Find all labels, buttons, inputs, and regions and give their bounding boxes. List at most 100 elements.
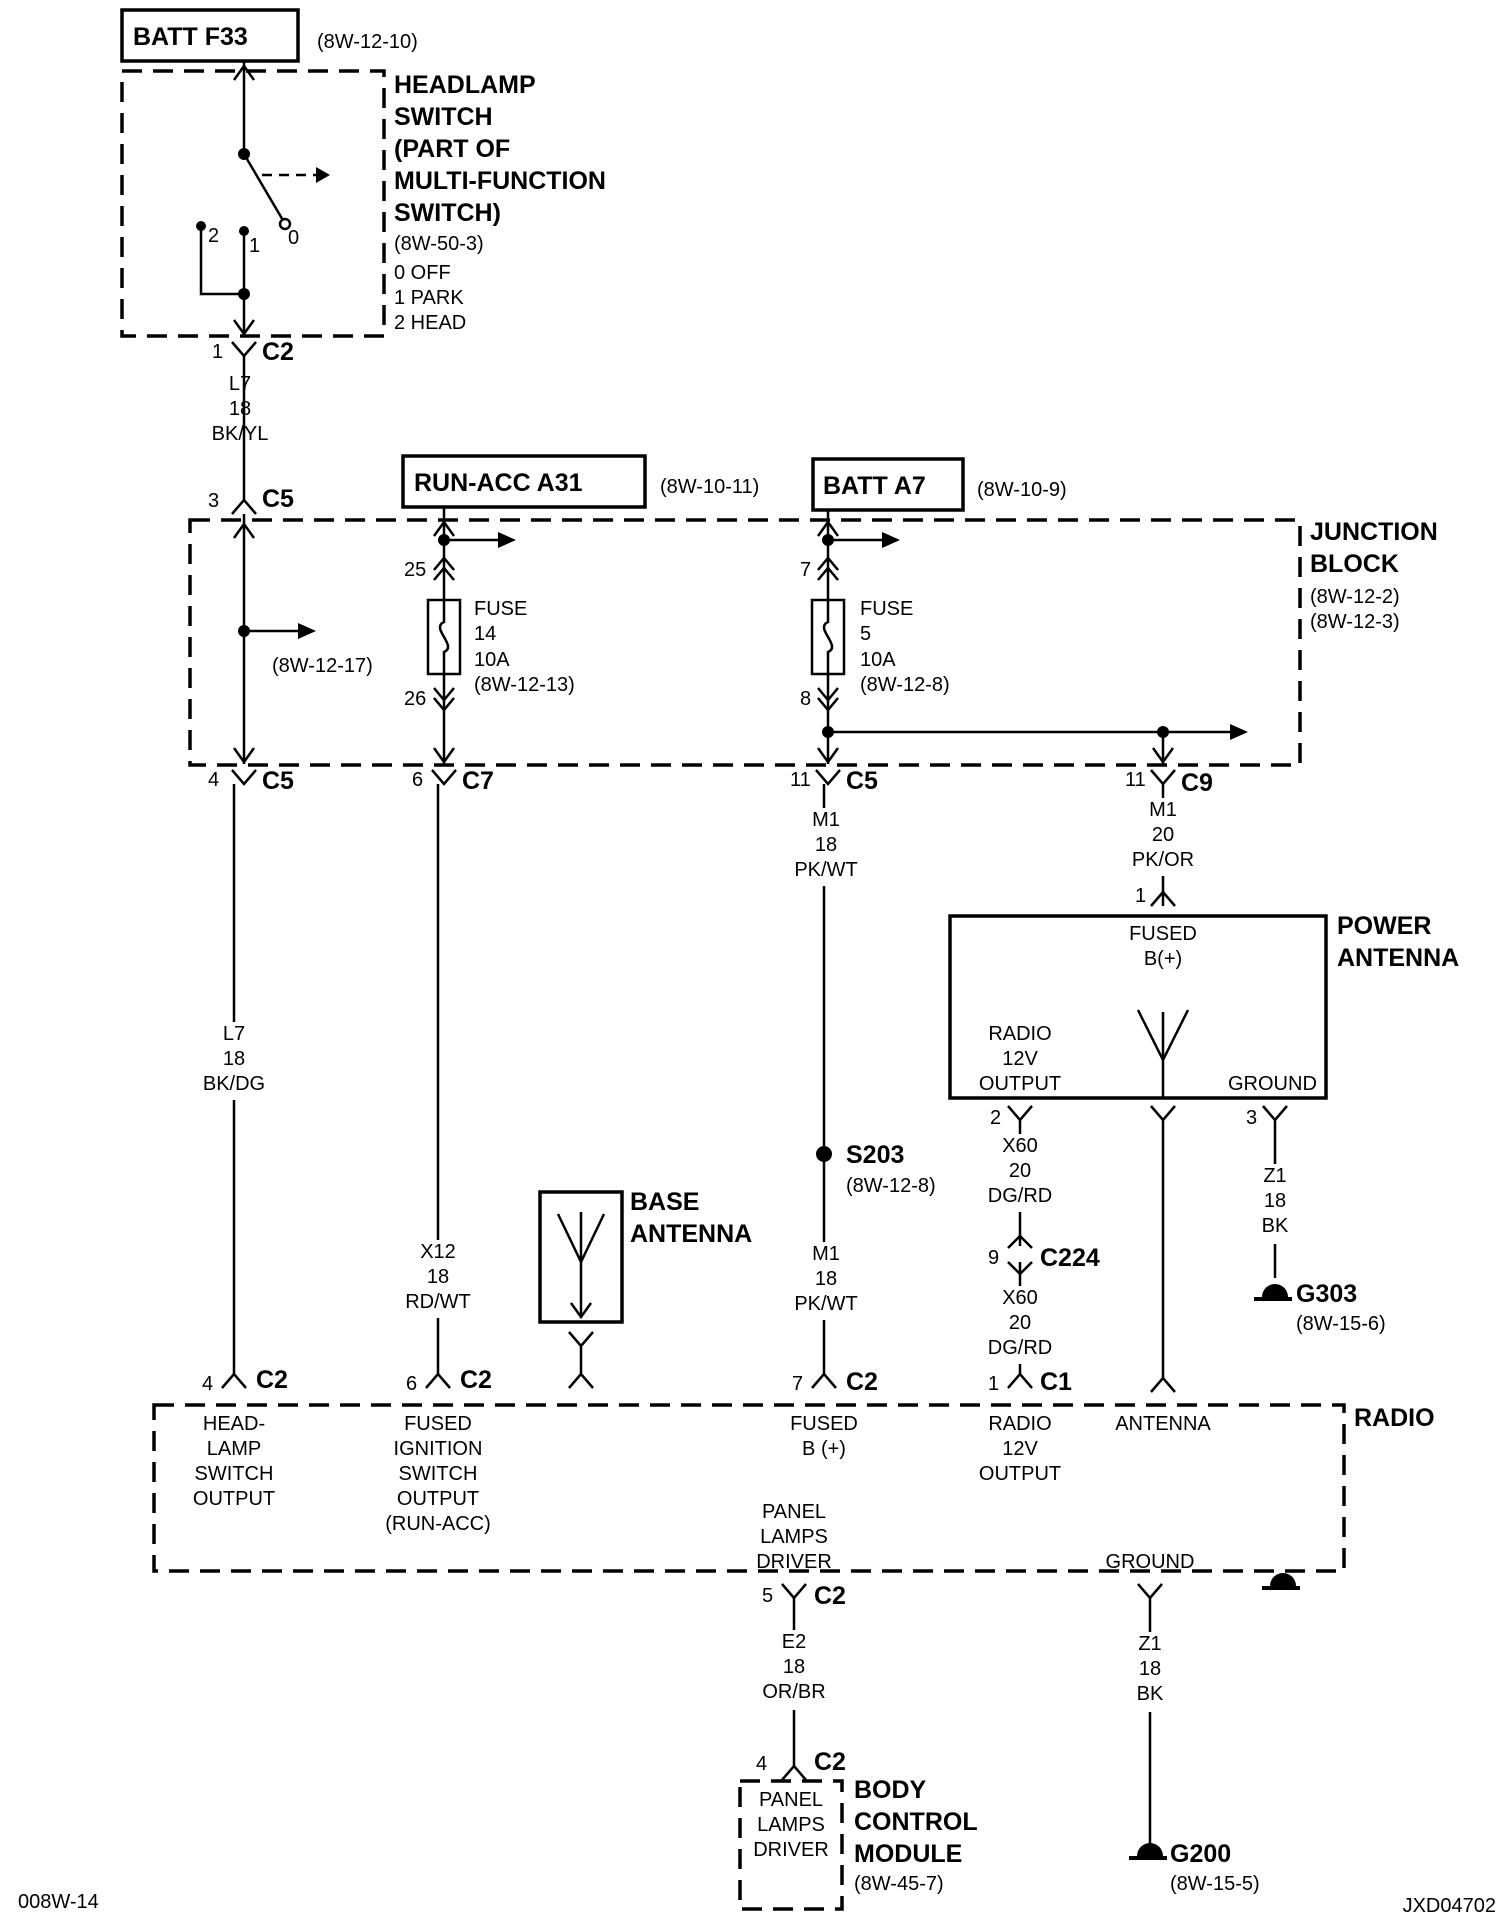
switch-contact-0-label: 0 (288, 227, 299, 249)
svg-text:BK/YL: BK/YL (212, 423, 269, 445)
fuse5-pin-in-sym1 (817, 556, 839, 571)
jb-splice-arrowhead (298, 623, 316, 639)
svg-text:PK/WT: PK/WT (794, 1293, 857, 1315)
headlamp-switch-outline (120, 69, 386, 338)
batt-a7-box (811, 457, 965, 512)
g200-ref: (8W-15-5) (1170, 1873, 1260, 1895)
svg-text:PANEL: PANEL (762, 1501, 826, 1523)
svg-text:OUTPUT: OUTPUT (397, 1488, 479, 1510)
svg-text:FUSE: FUSE (860, 598, 913, 620)
m1-top-wire-label: M1 18 PK/WT (794, 809, 857, 881)
fuse14-out-arrow (432, 747, 456, 765)
svg-text:FUSE: FUSE (474, 598, 527, 620)
jb-c5-b-pin: 11 (790, 769, 811, 791)
svg-text:HEADLAMP: HEADLAMP (394, 71, 536, 99)
batt-a7-ref: (8W-10-9) (977, 479, 1067, 501)
junction-block-name: JUNCTION BLOCK (1310, 518, 1438, 578)
svg-text:20: 20 (1009, 1160, 1031, 1182)
svg-text:M1: M1 (1149, 799, 1177, 821)
fuse5-label: FUSE 5 10A (8W-12-8) (860, 598, 950, 696)
c224-pin: 9 (988, 1247, 999, 1269)
bcm-ref: (8W-45-7) (854, 1873, 944, 1895)
svg-text:X60: X60 (1002, 1287, 1038, 1309)
svg-text:(8W-12-2): (8W-12-2) (1310, 586, 1400, 608)
svg-text:B(+): B(+) (1144, 948, 1182, 970)
fuse14-pin-in-sym1 (433, 556, 455, 571)
fuse14-pin-out: 26 (404, 688, 426, 710)
switch-actuator-arrowhead (316, 167, 330, 183)
base-antenna-name: BASE ANTENNA (630, 1188, 752, 1248)
svg-text:SWITCH: SWITCH (394, 103, 493, 131)
svg-text:18: 18 (1139, 1658, 1161, 1680)
svg-text:RADIO: RADIO (988, 1413, 1051, 1435)
svg-text:PANEL: PANEL (759, 1789, 823, 1811)
switch-contact-1-label: 1 (249, 235, 260, 257)
svg-text:CONTROL: CONTROL (854, 1808, 978, 1836)
pa-radio-pin: 2 (990, 1107, 1001, 1129)
e2-wire-label: E2 18 OR/BR (762, 1631, 825, 1703)
svg-text:OUTPUT: OUTPUT (979, 1463, 1061, 1485)
run-acc-a31-ref: (8W-10-11) (660, 476, 759, 498)
jb-c9-symbol (1150, 769, 1176, 786)
fuse14-pin-in-sym2 (433, 566, 455, 581)
radio-ign-label: FUSED IGNITION SWITCH OUTPUT (RUN-ACC) (385, 1413, 491, 1535)
batt-f33-box (120, 8, 300, 63)
batt-a7-label: BATT A7 (823, 472, 926, 500)
radio-fused-pin: 7 (792, 1373, 803, 1395)
svg-text:JUNCTION: JUNCTION (1310, 518, 1438, 546)
pa-fused-pin: 1 (1135, 885, 1146, 907)
svg-text:B (+): B (+) (802, 1438, 846, 1460)
pa-fused-label: FUSED B(+) (1129, 923, 1197, 970)
jb-c5-in-symbol (231, 498, 257, 515)
svg-text:OUTPUT: OUTPUT (979, 1073, 1061, 1095)
radio-antenna-label: ANTENNA (1115, 1413, 1211, 1435)
radio-antenna-connector (1150, 1376, 1176, 1393)
batt-f33-ref: (8W-12-10) (317, 31, 418, 53)
svg-text:18: 18 (427, 1266, 449, 1288)
switch-feed-arrow (232, 63, 256, 81)
footer-left-code: 008W-14 (18, 1891, 99, 1913)
pa-fused-symbol (1150, 890, 1176, 907)
s203-splice-dot (816, 1146, 832, 1162)
svg-text:(8W-12-3): (8W-12-3) (1310, 611, 1400, 633)
svg-text:(8W-12-8): (8W-12-8) (860, 674, 950, 696)
power-antenna-box (948, 914, 1328, 1100)
pa-radio-symbol (1007, 1105, 1033, 1122)
svg-text:SWITCH): SWITCH) (394, 199, 501, 227)
svg-text:12V: 12V (1002, 1438, 1038, 1460)
g303-ref: (8W-15-6) (1296, 1313, 1386, 1335)
svg-text:18: 18 (815, 834, 837, 856)
svg-text:MULTI-FUNCTION: MULTI-FUNCTION (394, 167, 606, 195)
switch-contact-2-label: 2 (208, 225, 219, 247)
fuse5-element (822, 600, 834, 674)
radio-c1-symbol (1007, 1372, 1033, 1389)
s203-name: S203 (846, 1141, 904, 1169)
svg-text:LAMP: LAMP (207, 1438, 261, 1460)
pa-ground-pin: 3 (1246, 1107, 1257, 1129)
svg-text:Z1: Z1 (1138, 1633, 1161, 1655)
headlamp-switch-positions: 0 OFF 1 PARK 2 HEAD (394, 262, 466, 334)
svg-text:0 OFF: 0 OFF (394, 262, 451, 284)
m1-pa-label-bg (1124, 798, 1202, 876)
svg-text:SWITCH: SWITCH (195, 1463, 274, 1485)
svg-text:LAMPS: LAMPS (757, 1814, 825, 1836)
radio-hl-name: C2 (256, 1366, 288, 1394)
bcm-c2-name: C2 (814, 1748, 846, 1776)
radio-c1-name: C1 (1040, 1368, 1072, 1396)
svg-text:18: 18 (229, 398, 251, 420)
l7-bottom-label-bg (205, 1022, 265, 1100)
fuse5-branch-arrowhead (882, 532, 900, 548)
radio-fused-symbol (811, 1372, 837, 1389)
svg-text:OR/BR: OR/BR (762, 1681, 825, 1703)
g200-name: G200 (1170, 1840, 1231, 1868)
svg-text:PK/OR: PK/OR (1132, 849, 1194, 871)
power-antenna-name: POWER ANTENNA (1337, 912, 1459, 972)
g303-ground-icon (1254, 1284, 1292, 1301)
radio-outline (152, 1403, 1346, 1573)
svg-text:L7: L7 (223, 1023, 245, 1045)
headlamp-switch-name: HEADLAMP SWITCH (PART OF MULTI-FUNCTION … (394, 71, 606, 227)
pa-ground-symbol (1262, 1105, 1288, 1122)
g200-ground-icon (1129, 1843, 1167, 1860)
jb-c5-b-symbol (815, 769, 841, 786)
